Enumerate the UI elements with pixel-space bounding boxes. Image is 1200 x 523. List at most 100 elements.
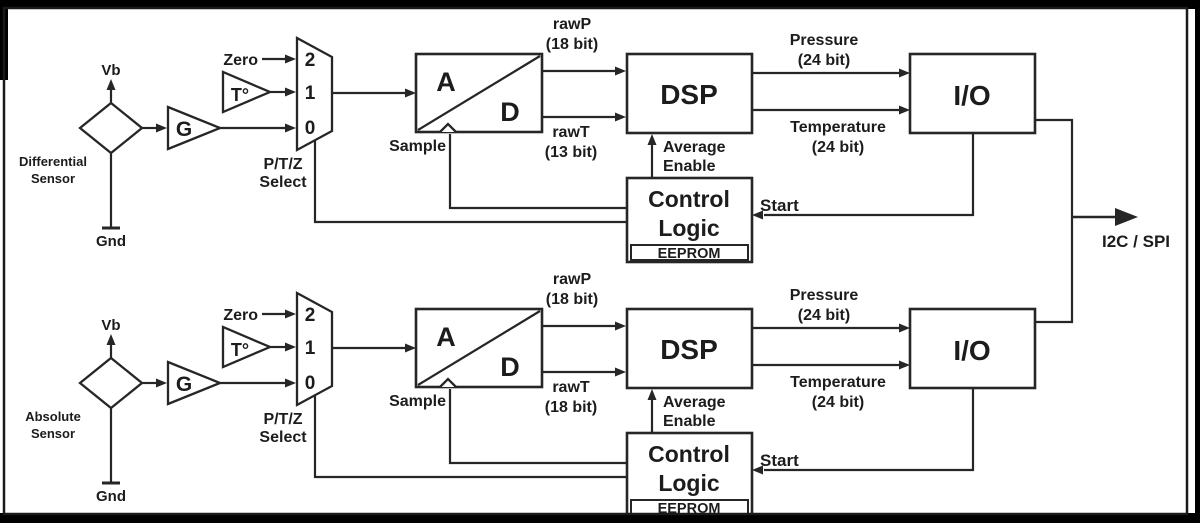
mux-to-adc-arrow-icon bbox=[405, 343, 416, 353]
mux-trapezoid bbox=[295, 36, 334, 152]
gain-amp-label: G bbox=[176, 118, 192, 141]
average-enable-arrow-icon bbox=[647, 134, 657, 145]
inner-border bbox=[2, 6, 1189, 516]
pressure-arrow-icon bbox=[899, 68, 910, 78]
sensor-to-gain-arrow-icon bbox=[156, 378, 167, 388]
dsp-label: DSP bbox=[660, 79, 718, 110]
gain-amp-triangle bbox=[166, 360, 224, 406]
adc-analog-label: A bbox=[436, 67, 456, 97]
frame-bottom bbox=[0, 513, 1200, 523]
sensor-name-line1: Differential bbox=[19, 154, 87, 169]
temperature-label: Temperature bbox=[790, 374, 886, 391]
adc-sample-notch-icon bbox=[439, 122, 457, 133]
channel-differential: Vb Gnd Differential Sensor G T° Zero 2 1… bbox=[19, 16, 1037, 264]
rawp-bits-label: (18 bit) bbox=[546, 291, 598, 308]
mux-input-1-label: 1 bbox=[305, 338, 316, 359]
temperature-label: Temperature bbox=[790, 119, 886, 136]
average-enable-label-line1: Average bbox=[663, 139, 726, 156]
rawp-label: rawP bbox=[553, 271, 592, 288]
temperature-arrow-icon bbox=[899, 105, 910, 115]
mux-select-label-line2: Select bbox=[259, 174, 307, 191]
start-wire bbox=[764, 133, 975, 217]
gain-amp-label: G bbox=[176, 373, 192, 396]
gain-amp-triangle bbox=[166, 105, 224, 151]
mux-input-2-label: 2 bbox=[305, 50, 316, 71]
pressure-label: Pressure bbox=[790, 287, 859, 304]
mux-select-label-line2: Select bbox=[259, 429, 307, 446]
temp-amp-label: T° bbox=[231, 85, 249, 105]
io-label: I/O bbox=[953, 335, 990, 366]
adc-analog-label: A bbox=[436, 322, 456, 352]
io-label: I/O bbox=[953, 80, 990, 111]
mux-trapezoid bbox=[295, 291, 334, 407]
dsp-label: DSP bbox=[660, 334, 718, 365]
rawp-label: rawP bbox=[553, 16, 592, 33]
temperature-bits-label: (24 bit) bbox=[812, 139, 864, 156]
sample-label: Sample bbox=[389, 138, 446, 155]
eeprom-label: EEPROM bbox=[658, 246, 721, 262]
zero-label: Zero bbox=[223, 307, 258, 324]
gain-arrow-icon bbox=[285, 123, 296, 133]
sensor-name-line2: Sensor bbox=[31, 171, 75, 186]
pressure-label: Pressure bbox=[790, 32, 859, 49]
io-bus-wire bbox=[1035, 118, 1074, 324]
start-label: Start bbox=[760, 196, 799, 215]
temperature-arrow-icon bbox=[899, 360, 910, 370]
adc-diagonal bbox=[417, 310, 541, 386]
frame-right bbox=[1195, 0, 1200, 523]
vb-arrow-icon bbox=[106, 334, 116, 345]
average-enable-label-line1: Average bbox=[663, 394, 726, 411]
sample-feedback-wire bbox=[448, 134, 627, 210]
gain-arrow-icon bbox=[285, 378, 296, 388]
sensor-name-line1: Absolute bbox=[25, 409, 81, 424]
adc-sample-notch-icon bbox=[439, 377, 457, 388]
start-label: Start bbox=[760, 451, 799, 470]
temp-amp-label: T° bbox=[231, 340, 249, 360]
sample-label: Sample bbox=[389, 393, 446, 410]
i2c-spi-label: I2C / SPI bbox=[1102, 232, 1170, 251]
mux-input-0-label: 0 bbox=[305, 373, 316, 394]
temperature-bits-label: (24 bit) bbox=[812, 394, 864, 411]
dsp-block bbox=[625, 52, 754, 135]
gnd-label: Gnd bbox=[96, 233, 126, 250]
sensor-to-gain-arrow-icon bbox=[156, 123, 167, 133]
start-arrow-icon bbox=[752, 210, 763, 220]
control-logic-label-line1: Control bbox=[648, 441, 730, 467]
temp-arrow-icon bbox=[285, 87, 296, 97]
io-block bbox=[908, 307, 1037, 390]
rawp-arrow-icon bbox=[615, 66, 626, 76]
vb-arrow-icon bbox=[106, 79, 116, 90]
zero-arrow-icon bbox=[285, 54, 296, 64]
dsp-block bbox=[625, 307, 754, 390]
rawp-bits-label: (18 bit) bbox=[546, 36, 598, 53]
mux-input-0-label: 0 bbox=[305, 118, 316, 139]
rawt-label: rawT bbox=[552, 124, 590, 141]
mux-input-2-label: 2 bbox=[305, 305, 316, 326]
pressure-bits-label: (24 bit) bbox=[798, 52, 850, 69]
rawt-arrow-icon bbox=[615, 112, 626, 122]
control-logic-label-line2: Logic bbox=[658, 470, 720, 496]
adc-digital-label: D bbox=[500, 97, 520, 127]
select-feedback-wire bbox=[313, 396, 627, 479]
zero-arrow-icon bbox=[285, 309, 296, 319]
channel-absolute: Vb Gnd Absolute Sensor G T° Zero 2 1 0 P… bbox=[25, 271, 1037, 519]
mux-to-adc-arrow-icon bbox=[405, 88, 416, 98]
i2c-spi-arrow-icon bbox=[1115, 208, 1138, 226]
vb-label: Vb bbox=[101, 317, 120, 334]
rawp-arrow-icon bbox=[615, 321, 626, 331]
sensor-name-line2: Sensor bbox=[31, 426, 75, 441]
control-logic-label-line2: Logic bbox=[658, 215, 720, 241]
temp-amp-triangle bbox=[221, 70, 273, 114]
mux-select-label-line1: P/T/Z bbox=[263, 411, 302, 428]
sample-feedback-wire bbox=[448, 389, 627, 465]
eeprom-block bbox=[630, 244, 749, 261]
control-logic-label-line1: Control bbox=[648, 186, 730, 212]
pressure-bits-label: (24 bit) bbox=[798, 307, 850, 324]
frame-top bbox=[0, 0, 1200, 9]
rawt-bits-label: (13 bit) bbox=[545, 144, 597, 161]
mux-input-1-label: 1 bbox=[305, 83, 316, 104]
adc-diagonal bbox=[417, 55, 541, 131]
mux-select-label-line1: P/T/Z bbox=[263, 156, 302, 173]
